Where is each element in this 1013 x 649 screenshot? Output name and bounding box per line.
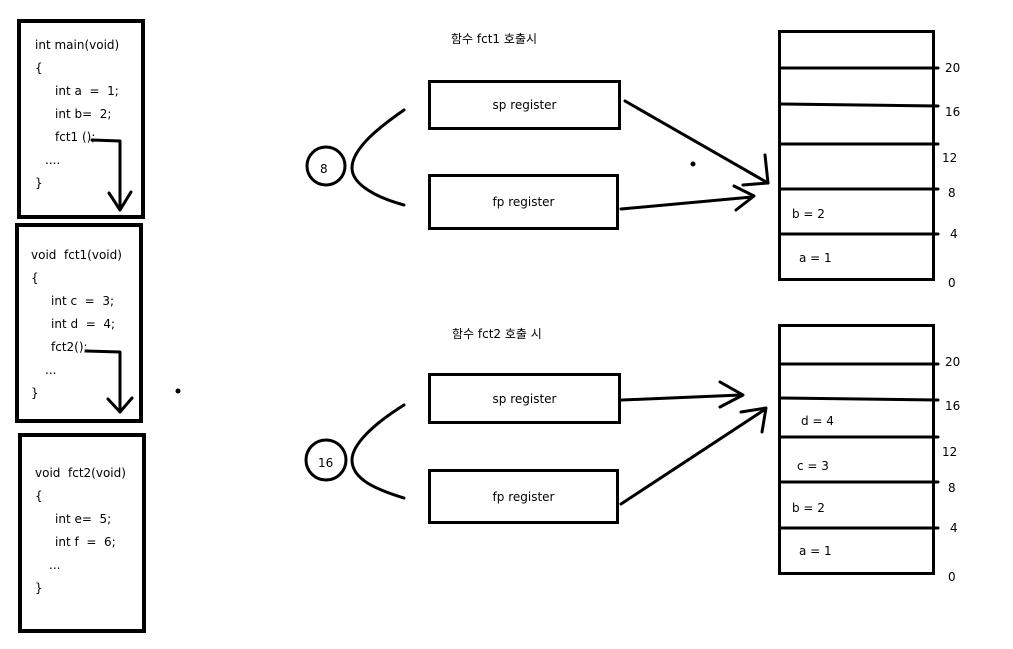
fp-arrow-head: [732, 184, 756, 212]
value-circle: [304, 438, 348, 482]
fp-arrow-head: [739, 406, 768, 434]
code-line: int c = 3;: [51, 294, 115, 308]
code-line: fct2();: [51, 340, 88, 354]
stack-divider: [779, 102, 940, 108]
code-line: int a = 1;: [55, 84, 119, 98]
fp-arrow: [619, 408, 766, 506]
code-line: {: [31, 271, 39, 285]
code-line: void fct1(void): [31, 248, 122, 262]
address-label: 0: [948, 570, 956, 584]
fp-register-box: fp register: [428, 174, 619, 230]
stray-dot: [175, 388, 181, 394]
fp-register-label: fp register: [492, 489, 555, 504]
section2-title: 함수 fct2 호출 시: [452, 327, 542, 341]
code-line: int e= 5;: [55, 512, 112, 526]
code-line: {: [35, 489, 43, 503]
value-circle: [305, 145, 347, 187]
address-label: 0: [948, 276, 956, 290]
code-line: int d = 4;: [51, 317, 116, 331]
stack-divider: [779, 396, 940, 402]
code-line: int f = 6;: [55, 535, 116, 549]
address-label: 8: [948, 481, 956, 495]
stack-frame: [778, 30, 935, 281]
fp-arrow: [619, 195, 754, 211]
circle-value: 16: [318, 456, 334, 470]
code-line: ....: [45, 153, 61, 167]
stack-cell-value: a = 1: [799, 251, 832, 265]
call-arrow: [90, 138, 122, 210]
section1-title: 함수 fct1 호출시: [451, 32, 537, 46]
address-label: 4: [950, 227, 958, 241]
code-line: }: [35, 581, 43, 595]
address-label: 4: [950, 521, 958, 535]
code-line: void fct2(void): [35, 466, 126, 480]
stack-cell-value: c = 3: [797, 459, 829, 473]
stray-dot: [690, 161, 696, 167]
sp-register-box: sp register: [428, 80, 621, 130]
code-line: ...: [45, 363, 57, 377]
sp-register-label: sp register: [492, 391, 557, 406]
bracket: [350, 108, 406, 207]
sp-arrow: [620, 393, 743, 402]
sp-arrow-head: [741, 153, 770, 187]
fp-register-label: fp register: [492, 195, 555, 209]
address-label: 12: [942, 445, 958, 459]
address-label: 8: [948, 186, 956, 200]
call-arrow-head: [106, 396, 134, 414]
stack-cell-value: d = 4: [801, 414, 834, 428]
sp-arrow-head: [718, 380, 745, 409]
code-line: ...: [49, 558, 61, 572]
stack-cell-value: a = 1: [799, 544, 832, 558]
sp-register-label: sp register: [492, 98, 557, 112]
address-label: 20: [945, 355, 961, 369]
call-arrow: [84, 349, 122, 412]
code-line: int b= 2;: [55, 107, 112, 121]
fp-register-box: fp register: [428, 469, 619, 524]
code-block-fct1: [15, 223, 143, 423]
address-label: 20: [945, 61, 961, 75]
sp-arrow: [623, 99, 770, 185]
circle-value: 8: [320, 162, 328, 176]
code-line: int main(void): [35, 38, 120, 52]
address-label: 16: [945, 105, 961, 119]
stack-cell-value: b = 2: [792, 207, 825, 221]
call-arrow-head: [107, 190, 133, 212]
code-line: }: [35, 176, 43, 190]
code-block-main: [17, 19, 145, 219]
sp-register-box: sp register: [428, 373, 621, 424]
address-label: 12: [942, 151, 958, 165]
code-line: {: [35, 61, 43, 75]
code-block-fct2: [18, 433, 146, 633]
code-line: }: [31, 386, 39, 400]
stack-frame: [778, 324, 935, 575]
bracket: [350, 403, 406, 500]
address-label: 16: [945, 399, 961, 413]
stack-cell-value: b = 2: [792, 501, 825, 515]
